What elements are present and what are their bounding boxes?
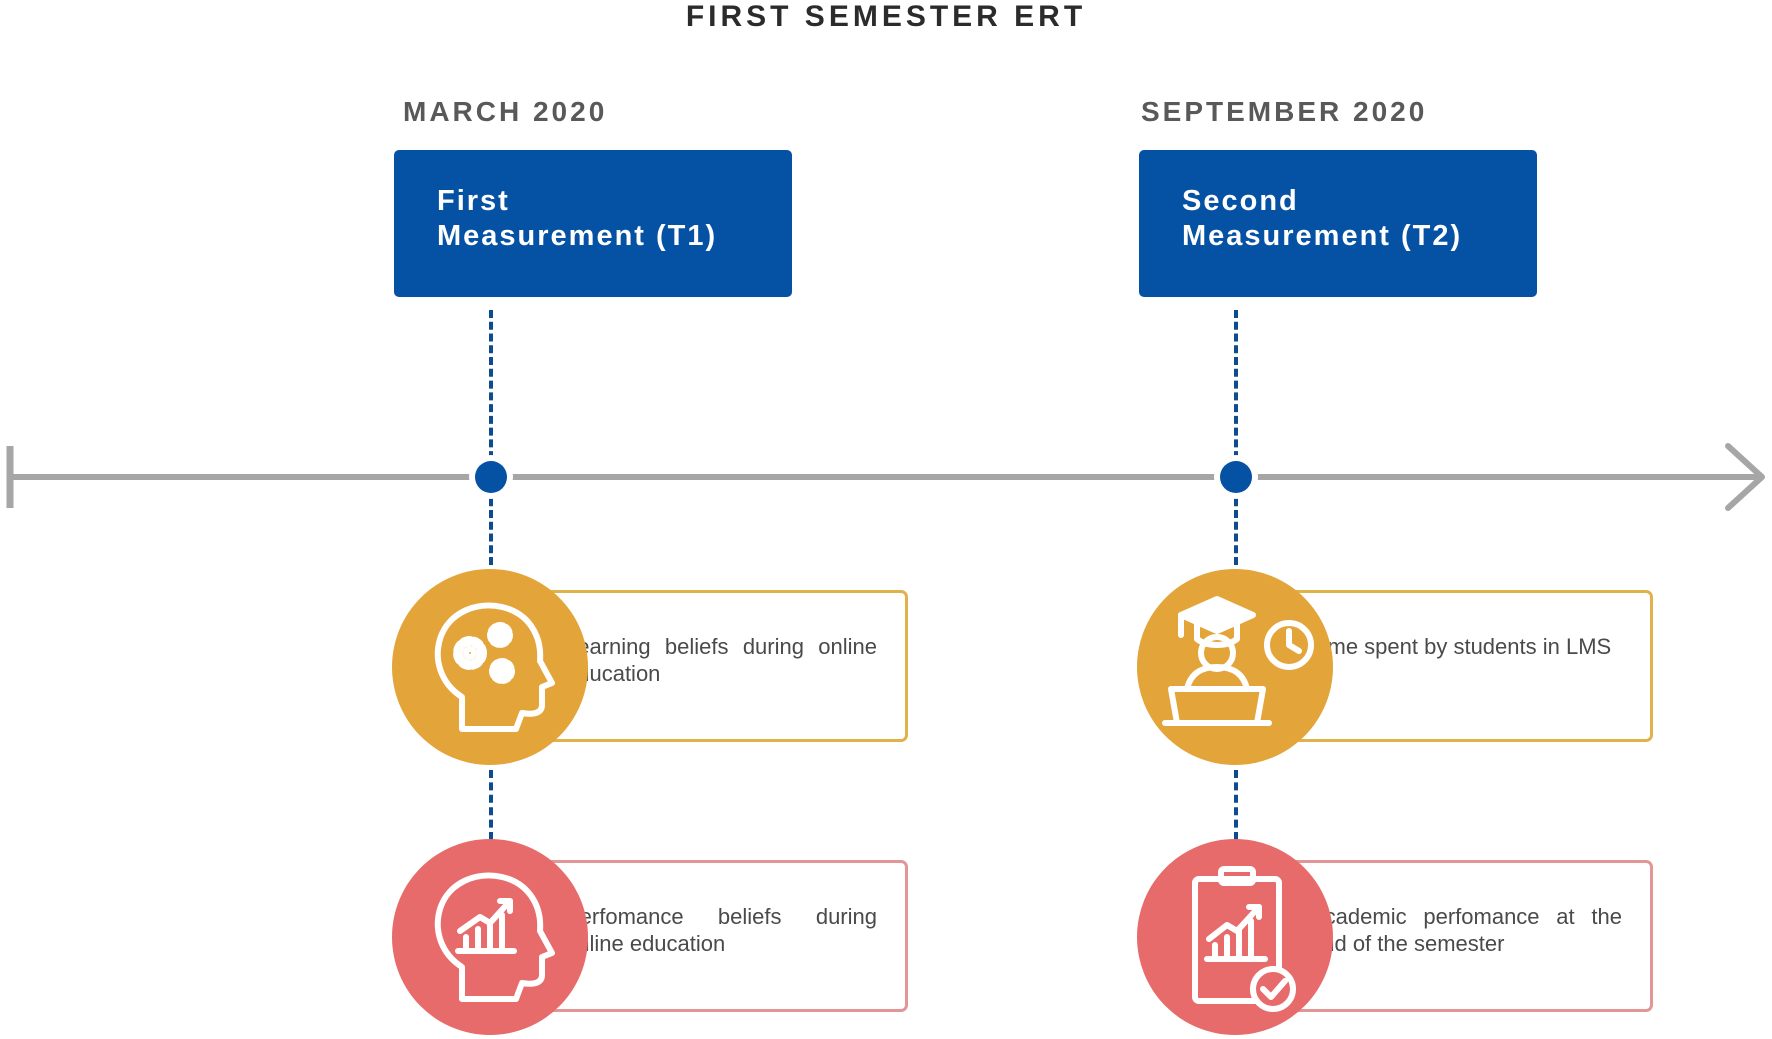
dashed-connector-t1-lower [489, 770, 493, 840]
icon-circle [392, 569, 588, 765]
card-text: Time spent by students in LMS [1310, 634, 1612, 659]
date-label-t1: MARCH 2020 [403, 96, 608, 127]
date-label-t2: SEPTEMBER 2020 [1141, 96, 1428, 127]
head-growth-chart-icon [434, 872, 555, 1002]
timeline-dot-t1-fill [475, 461, 507, 493]
dashed-connector-t1 [489, 310, 493, 565]
icon-circle [1137, 569, 1333, 765]
card-text: Academic perfomance at the end of the se… [1310, 904, 1622, 956]
measurement-title-line1: Second [1182, 185, 1299, 217]
card-text: Perfomance beliefs during online educati… [565, 904, 877, 956]
icon-circle [1137, 839, 1333, 1035]
icon-circle [392, 839, 588, 1035]
head-gears-icon [434, 602, 555, 732]
measurement-title-line2: Measurement (T2) [1182, 220, 1463, 252]
timeline-arrowhead [1725, 443, 1765, 511]
measurement-title-line1: First [437, 185, 510, 217]
timeline-dot-t2-fill [1220, 461, 1252, 493]
measurement-box-t1: First Measurement (T1) [394, 150, 792, 297]
card-text: Learning beliefs during online education [565, 634, 877, 686]
measurement-box-t2: Second Measurement (T2) [1139, 150, 1537, 297]
student-laptop-clock-icon [1162, 596, 1314, 726]
dashed-connector-t2 [1234, 310, 1238, 565]
dashed-connector-t2-lower [1234, 770, 1238, 840]
clipboard-chart-check-icon [1192, 866, 1296, 1012]
diagram-title: FIRST SEMESTER ERT [685, 0, 1087, 33]
measurement-title-line2: Measurement (T1) [437, 220, 718, 252]
